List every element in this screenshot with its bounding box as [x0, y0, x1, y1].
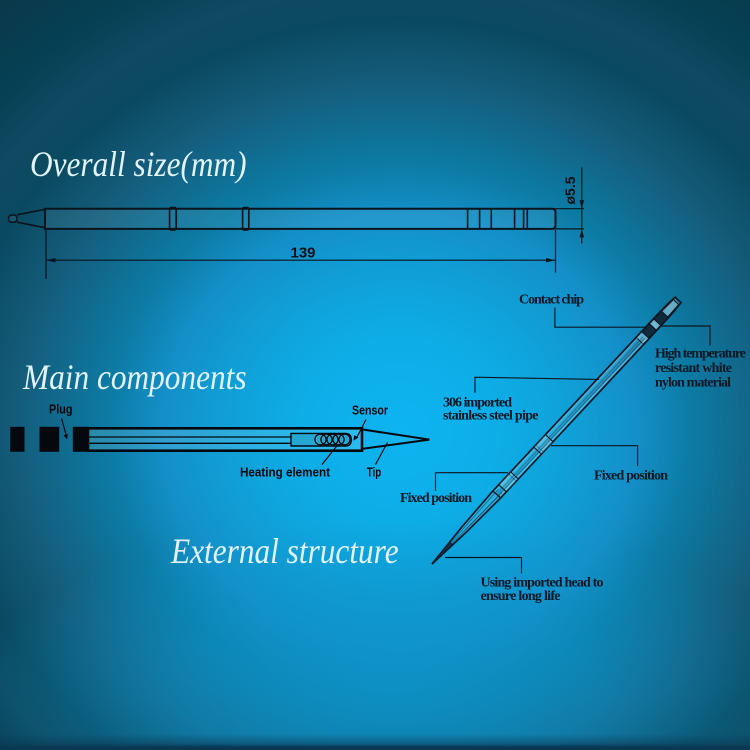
svg-text:ensure long life: ensure long life — [481, 589, 561, 604]
svg-text:nylon material: nylon material — [655, 376, 731, 391]
svg-text:Fixed position: Fixed position — [594, 469, 668, 484]
svg-text:ø5.5: ø5.5 — [562, 176, 578, 204]
svg-text:Contact chip: Contact chip — [519, 293, 584, 308]
svg-text:Heating element: Heating element — [240, 465, 331, 479]
svg-text:Using imported head to: Using imported head to — [481, 576, 604, 591]
svg-text:Fixed position: Fixed position — [400, 491, 472, 506]
svg-text:139: 139 — [290, 244, 315, 261]
svg-text:Sensor: Sensor — [352, 404, 388, 418]
svg-text:resistant white: resistant white — [655, 361, 732, 376]
svg-text:306 imported: 306 imported — [443, 396, 512, 411]
svg-text:High temperature: High temperature — [655, 347, 746, 362]
svg-text:Plug: Plug — [49, 403, 73, 417]
svg-text:stainless steel pipe: stainless steel pipe — [443, 409, 539, 424]
svg-text:Tip: Tip — [367, 465, 382, 479]
